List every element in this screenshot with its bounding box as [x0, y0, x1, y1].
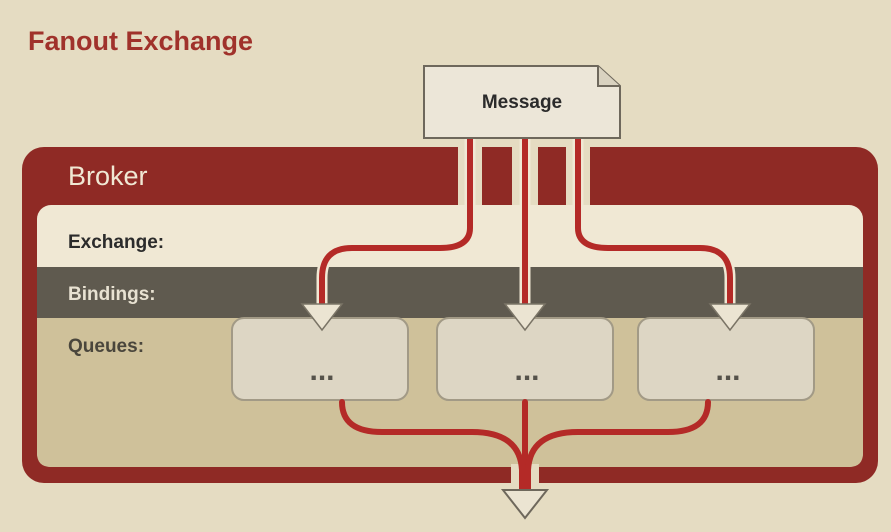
bindings-row-label: Bindings:: [68, 284, 156, 305]
diagram-title: Fanout Exchange: [28, 26, 253, 56]
message-page-fold: [597, 66, 620, 87]
exit-arrow: [500, 489, 550, 520]
broker-label: Broker: [68, 161, 148, 191]
queue-label-2: ...: [514, 354, 539, 387]
message-label: Message: [482, 92, 562, 113]
binding-arrow-3: [708, 303, 752, 332]
queue-box-3: ...: [637, 317, 815, 401]
message-box: Message: [423, 65, 621, 139]
exchange-row-label: Exchange:: [68, 232, 164, 253]
queue-label-3: ...: [715, 354, 740, 387]
route-line-left: [319, 135, 473, 307]
route-line-right: [575, 135, 733, 307]
queue-box-1: ...: [231, 317, 409, 401]
exit-line-left: [339, 399, 525, 495]
queues-row-label: Queues:: [68, 336, 144, 357]
queue-label-1: ...: [309, 354, 334, 387]
binding-arrow-2: [503, 303, 547, 332]
binding-arrow-1: [300, 303, 344, 332]
exit-line-right: [525, 399, 711, 495]
